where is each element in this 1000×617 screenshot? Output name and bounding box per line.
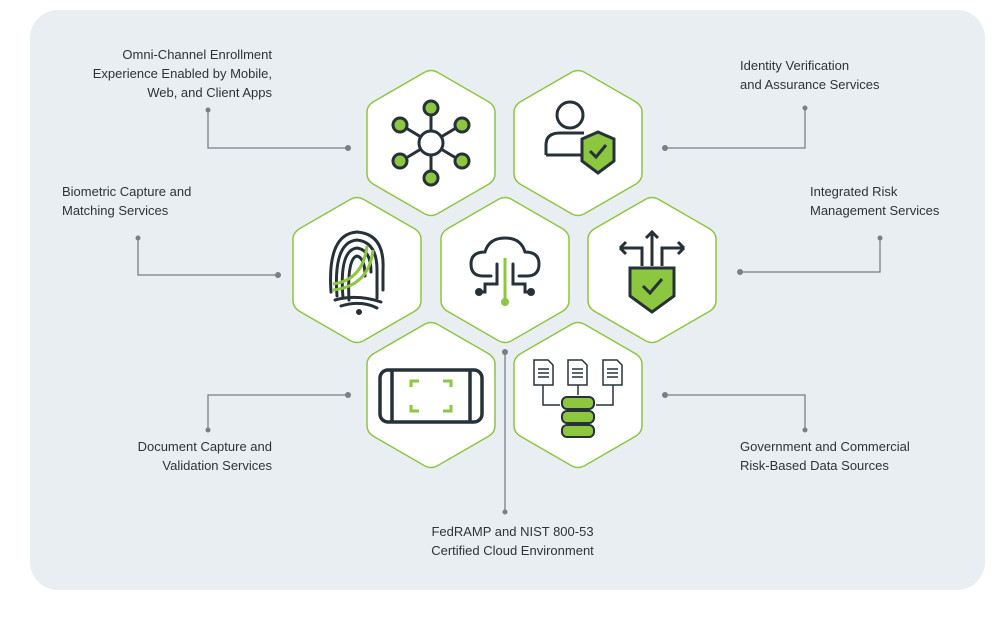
user-shield-icon bbox=[513, 69, 643, 217]
network-hub-icon bbox=[366, 69, 496, 217]
label-identity-verification: Identity Verification and Assurance Serv… bbox=[740, 56, 970, 94]
label-line: Web, and Client Apps bbox=[147, 85, 272, 100]
label-line: Identity Verification bbox=[740, 58, 850, 73]
label-line: and Assurance Services bbox=[740, 77, 880, 92]
label-line: FedRAMP and NIST 800-53 bbox=[431, 524, 594, 539]
fingerprint-icon bbox=[292, 196, 422, 344]
cloud-network-icon bbox=[440, 196, 570, 344]
label-line: Document Capture and bbox=[137, 439, 272, 454]
label-line: Validation Services bbox=[162, 458, 272, 473]
connector-lines bbox=[137, 108, 881, 512]
label-document-capture: Document Capture and Validation Services bbox=[60, 437, 272, 475]
label-line: Experience Enabled by Mobile, bbox=[92, 66, 272, 81]
label-integrated-risk: Integrated Risk Management Services bbox=[810, 182, 985, 220]
label-line: Biometric Capture and bbox=[62, 184, 192, 199]
label-line: Management Services bbox=[810, 203, 940, 218]
label-biometric-capture: Biometric Capture and Matching Services bbox=[62, 182, 262, 220]
connector-dots bbox=[135, 105, 883, 515]
label-line: Matching Services bbox=[62, 203, 169, 218]
risk-shield-arrows-icon bbox=[587, 196, 717, 344]
label-omni-channel-enrollment: Omni-Channel Enrollment Experience Enabl… bbox=[40, 45, 272, 102]
data-sources-database-icon bbox=[513, 321, 643, 469]
document-scan-icon bbox=[366, 321, 496, 469]
label-fedramp-cloud: FedRAMP and NIST 800-53 Certified Cloud … bbox=[385, 522, 640, 560]
label-line: Risk-Based Data Sources bbox=[740, 458, 889, 473]
label-line: Omni-Channel Enrollment bbox=[122, 47, 272, 62]
label-government-commercial-data: Government and Commercial Risk-Based Dat… bbox=[740, 437, 980, 475]
label-line: Certified Cloud Environment bbox=[431, 543, 594, 558]
label-line: Government and Commercial bbox=[740, 439, 910, 454]
label-line: Integrated Risk bbox=[810, 184, 898, 199]
